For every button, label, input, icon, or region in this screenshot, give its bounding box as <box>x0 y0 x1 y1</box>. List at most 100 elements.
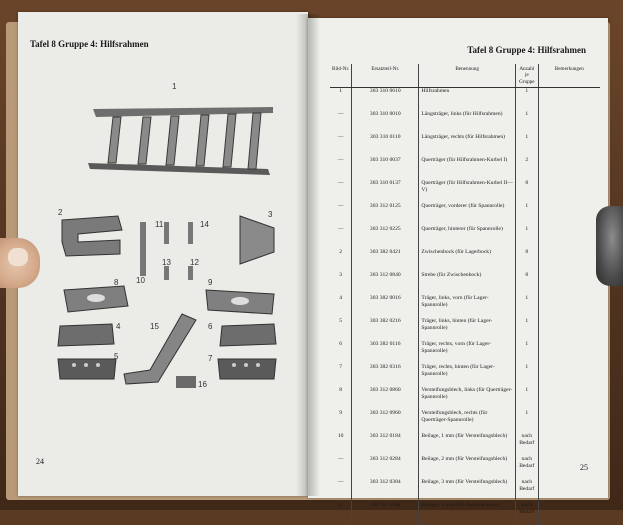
anzahl-cell: 1 <box>515 295 539 319</box>
col-bemerkungen: Bemerkungen <box>538 64 600 89</box>
right-page-header: Tafel 8 Gruppe 4: Hilfsrahmen <box>467 45 586 55</box>
ersatzteil-nr-cell: 303 382 1184 <box>351 502 420 525</box>
benennung-cell: Träger, rechts, hinten (für Lager-Spannr… <box>418 364 516 388</box>
part-label-6: 6 <box>208 322 213 331</box>
part-label-11: 11 <box>155 220 164 229</box>
anzahl-cell: 1 <box>515 341 539 365</box>
anzahl-cell: 8 <box>515 249 539 273</box>
bild-nr-cell: — <box>330 134 353 158</box>
ersatzteil-nr-cell: 303 310 0010 <box>351 111 420 135</box>
bild-nr-cell: 7 <box>330 364 353 388</box>
ersatzteil-nr-cell: 303 312 0840 <box>351 272 420 296</box>
bemerkungen-cell <box>538 272 600 295</box>
book-gutter <box>296 14 320 496</box>
bild-nr-cell: — <box>330 203 353 227</box>
part-label-1: 1 <box>172 82 177 91</box>
left-page-header: Tafel 8 Gruppe 4: Hilfsrahmen <box>30 39 149 49</box>
benennung-cell: Längsträger, rechts (für Hilfsrahmen) <box>418 134 516 158</box>
benennung-cell: Querträger, vorderer (für Spannrolle) <box>418 203 516 227</box>
thumbnail <box>8 248 28 266</box>
bemerkungen-cell <box>538 387 600 410</box>
anzahl-cell: nach Bedarf <box>515 456 539 480</box>
bemerkungen-cell <box>538 502 600 525</box>
benennung-cell: Querträger (für Hilfsrahmen-Kurbel I) <box>418 157 516 181</box>
bild-nr-cell: — <box>330 111 353 135</box>
bemerkungen-cell <box>538 111 600 134</box>
benennung-cell: Zwischenbock (für Lagerbock) <box>418 249 516 273</box>
part-label-2: 2 <box>58 208 63 217</box>
bild-nr-cell: — <box>330 180 353 204</box>
ersatzteil-nr-cell: 303 382 0216 <box>351 318 420 342</box>
anzahl-cell: 8 <box>515 180 539 204</box>
ersatzteil-nr-cell: 303 312 0125 <box>351 203 420 227</box>
benennung-cell: Hilfsrahmen <box>418 87 516 112</box>
part-label-14: 14 <box>200 220 209 229</box>
benennung-cell: Träger, links, hinten (für Lager-Spannro… <box>418 318 516 342</box>
anzahl-cell: 1 <box>515 134 539 158</box>
anzahl-cell: 1 <box>515 87 539 112</box>
bemerkungen-cell <box>538 157 600 180</box>
anzahl-cell: 1 <box>515 203 539 227</box>
ersatzteil-nr-cell: 303 312 0284 <box>351 456 420 480</box>
ersatzteil-nr-cell: 303 312 0384 <box>351 479 420 503</box>
bemerkungen-cell <box>538 318 600 341</box>
bild-nr-cell: 9 <box>330 410 353 434</box>
part-label-8: 8 <box>114 278 119 287</box>
bemerkungen-cell <box>538 134 600 157</box>
part-label-3: 3 <box>268 210 273 219</box>
plate-drawing-9 <box>205 289 275 315</box>
bild-nr-cell: 4 <box>330 295 353 319</box>
ersatzteil-nr-cell: 303 310 0110 <box>351 134 420 158</box>
anzahl-cell: 8 <box>515 272 539 296</box>
benennung-cell: Querträger (für Hilfsrahmen-Kurbel II—V) <box>418 180 516 204</box>
bild-nr-cell: 11 <box>330 502 353 525</box>
bemerkungen-cell <box>538 226 600 249</box>
shims-drawing <box>140 222 193 280</box>
part-label-10: 10 <box>136 276 145 285</box>
benennung-cell: Strebe (für Zwischenbock) <box>418 272 516 296</box>
bemerkungen-cell <box>538 341 600 364</box>
benennung-cell: Versteifungsblech, rechts (für Querträge… <box>418 410 516 434</box>
anzahl-cell: nach Bedarf <box>515 502 539 525</box>
right-page-number: 25 <box>580 463 588 472</box>
anzahl-cell: nach Bedarf <box>515 479 539 503</box>
holder-drawing-5 <box>57 358 117 380</box>
right-page: Tafel 8 Gruppe 4: Hilfsrahmen Bild-Nr. E… <box>308 18 608 525</box>
parts-table: Bild-Nr. Ersatzteil-Nr. Benennung Anzahl… <box>330 64 600 525</box>
ersatzteil-nr-cell: 303 382 0421 <box>351 249 420 273</box>
bild-nr-cell: — <box>330 226 353 250</box>
bild-nr-cell: 1 <box>330 87 353 112</box>
anzahl-cell: 1 <box>515 387 539 411</box>
bemerkungen-cell <box>538 433 600 456</box>
col-anzahl: Anzahl je Gruppe <box>515 64 539 89</box>
ersatzteil-nr-cell: 303 382 0116 <box>351 341 420 365</box>
bemerkungen-cell <box>538 479 600 502</box>
benennung-cell: Versteifungsblech, links (für Querträger… <box>418 387 516 411</box>
col-ersatzteil-nr: Ersatzteil-Nr. <box>351 64 420 89</box>
benennung-cell: Beilage, 1 mm (für Zwischenbock) <box>418 502 516 525</box>
anzahl-cell: 1 <box>515 111 539 135</box>
part-label-4: 4 <box>116 322 121 331</box>
bild-nr-cell: 10 <box>330 433 353 457</box>
bemerkungen-cell <box>538 456 600 479</box>
benennung-cell: Träger, links, vorn (für Lager-Spannroll… <box>418 295 516 319</box>
part-label-16: 16 <box>198 380 207 389</box>
bild-nr-cell: 8 <box>330 387 353 411</box>
anzahl-cell: 1 <box>515 364 539 388</box>
col-bild-nr: Bild-Nr. <box>330 64 353 89</box>
bemerkungen-cell <box>538 295 600 318</box>
part-label-15: 15 <box>150 322 159 331</box>
bemerkungen-cell <box>538 249 600 272</box>
col-benennung: Benennung <box>418 64 516 89</box>
